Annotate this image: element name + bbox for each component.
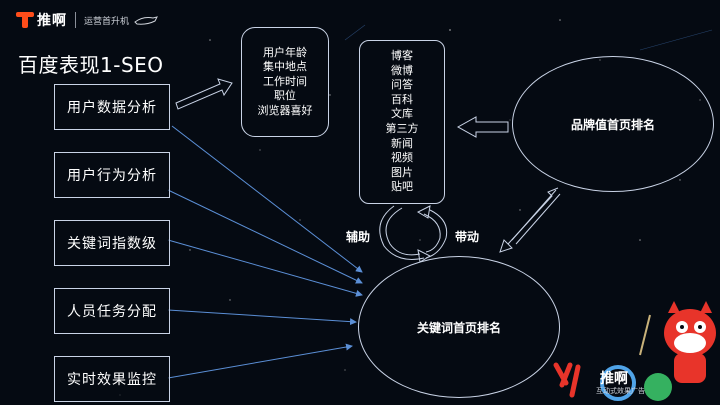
assist-label: 辅助 [346,230,371,244]
channel-line: 博客 [391,49,413,63]
hollow-arrow-brand-to-channels [456,116,509,138]
channel-line: 问答 [391,78,413,92]
box-label: 用户数据分析 [67,100,157,116]
channels-box: 博客 微博 问答 百科 文库 第三方 新闻 视频 图片 贴吧 [359,40,445,204]
channel-line: 百科 [391,92,413,106]
arrow-behavior-to-keyword [167,189,363,284]
channel-line: 视频 [391,151,413,165]
brand-name: 推啊 [37,13,67,29]
profile-line: 职位 [274,89,296,103]
profile-line: 工作时间 [263,74,307,88]
channel-line: 图片 [391,165,413,179]
box-keyword-index: 关键词指数级 [54,220,170,266]
box-user-behavior-analysis: 用户行为分析 [54,152,170,198]
brand-t-icon [16,12,34,28]
keyword-ranking-ellipse: 关键词首页排名 [358,256,560,398]
box-label: 用户行为分析 [67,168,157,184]
arrow-user-data-to-keyword [171,125,363,273]
drive-curved-arrow [425,209,448,259]
box-label: 人员任务分配 [67,304,157,320]
brand-divider [75,12,76,28]
arrow-task-to-keyword [167,309,357,326]
user-profile-box: 用户年龄 集中地点 工作时间 职位 浏览器喜好 [241,27,329,137]
page-title: 百度表现1-SEO [18,53,164,77]
drive-label: 带动 [455,230,480,244]
brand-ranking-ellipse: 品牌值首页排名 [512,56,714,192]
ellipse-label: 关键词首页排名 [416,320,501,335]
ellipse-label: 品牌值首页排名 [570,117,655,132]
watermark-logo: 推啊 [600,371,628,387]
brand-logo: 推啊 运营首升机 [16,10,159,30]
box-label: 实时效果监控 [67,372,157,388]
box-label: 关键词指数级 [67,236,157,252]
profile-line: 集中地点 [263,60,307,74]
arrow-monitor-to-keyword [167,343,353,379]
helicopter-icon [134,16,158,25]
channel-line: 微博 [391,63,413,77]
assist-curved-arrow [385,207,421,256]
channel-line: 新闻 [391,136,413,150]
watermark-slogan: 互动式效果广告 [596,387,645,395]
channel-line: 贴吧 [391,180,413,194]
box-user-data-analysis: 用户数据分析 [54,84,170,130]
profile-line: 用户年龄 [263,45,307,59]
arrow-index-to-keyword [167,239,363,297]
profile-line: 浏览器喜好 [257,103,313,117]
box-realtime-monitoring: 实时效果监控 [54,356,170,402]
mascot-icon [553,301,716,401]
channel-line: 文库 [391,107,413,121]
box-task-assignment: 人员任务分配 [54,288,170,334]
brand-tagline: 运营首升机 [84,16,130,27]
channel-line: 第三方 [385,122,419,135]
hollow-arrow-to-user-info [175,78,233,110]
